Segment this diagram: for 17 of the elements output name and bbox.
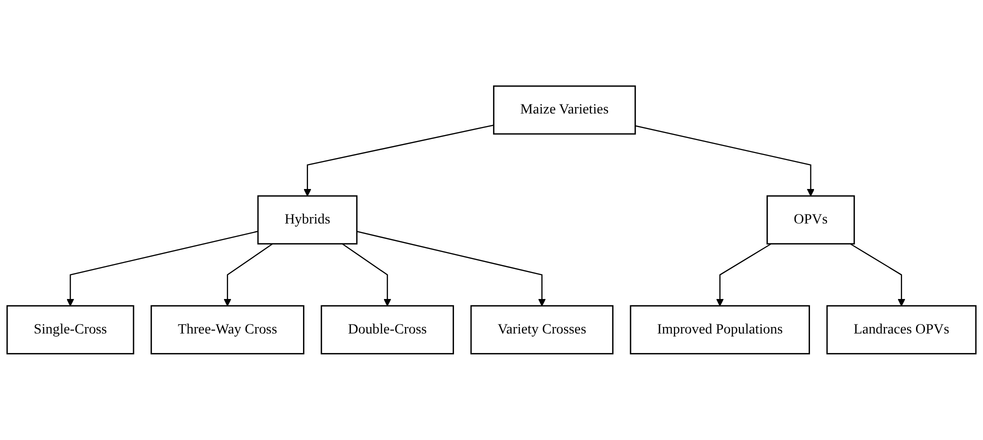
node-box: Variety Crosses [470, 305, 614, 354]
node-box: Single-Cross [6, 305, 134, 354]
arrow [66, 230, 258, 306]
arrow [356, 231, 546, 306]
arrow [224, 243, 273, 306]
arrow [850, 243, 906, 306]
arrow [342, 243, 392, 306]
node-box: Improved Populations [630, 305, 810, 354]
node-box: Hybrids [257, 195, 358, 245]
node-box: Double-Cross [320, 305, 454, 354]
node-box: Landraces OPVs [826, 305, 977, 354]
arrow [716, 243, 772, 306]
node-box: OPVs [766, 195, 855, 245]
arrow [635, 125, 815, 196]
node-box: Maize Varieties [493, 86, 636, 135]
arrow [304, 124, 494, 196]
node-box: Three-Way Cross [150, 305, 304, 354]
